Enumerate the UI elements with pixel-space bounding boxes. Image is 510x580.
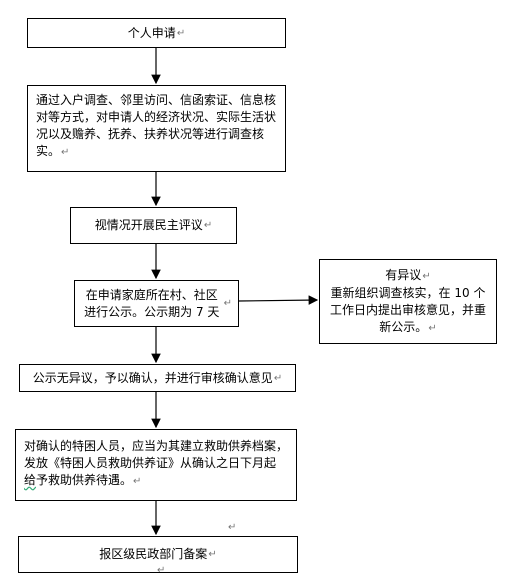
step-review-label: 视情况开展民主评议: [94, 218, 203, 232]
return-mark: ↵: [133, 476, 142, 487]
step-review-box: 视情况开展民主评议↵: [70, 207, 237, 244]
step-no-objection-box: 公示无异议，予以确认，并进行审核确认意见↵: [19, 364, 296, 392]
return-mark: ↵: [228, 522, 237, 533]
return-mark: ↵: [176, 27, 186, 39]
return-mark: ↵: [61, 147, 70, 158]
step-objection-body: 重新组织调查核实，在 10 个工作日内提出审核意见，并重新公示。: [329, 285, 486, 334]
step-archive-label-part3: 予救助供养待遇。: [36, 473, 133, 487]
step-archive-label-part1: 对确认的特困人员，应当为其建立救助供养档案，发放《特困人员救助供养证》从确认之日…: [24, 439, 289, 470]
step-publicize-label: 在申请家庭所在村、社区进行公示。公示期为 7 天: [84, 287, 220, 319]
step-report-label: 报区级民政部门备案: [99, 547, 208, 561]
step-objection-title: 有异议: [385, 267, 422, 282]
step-investigate-label: 通过入户调查、邻里访问、信函索证、信息核对等方式，对申请人的经济状况、实际生活状…: [36, 93, 277, 158]
return-mark: ↵: [273, 372, 283, 384]
return-mark: ↵: [428, 322, 437, 334]
step-investigate-box: 通过入户调查、邻里访问、信函索证、信息核对等方式，对申请人的经济状况、实际生活状…: [27, 85, 286, 172]
step-archive-label-part2: 给: [24, 473, 37, 487]
step-apply-label: 个人申请: [127, 25, 176, 40]
step-archive-box: 对确认的特困人员，应当为其建立救助供养档案，发放《特困人员救助供养证》从确认之日…: [15, 429, 297, 501]
return-mark: ↵: [422, 270, 431, 282]
return-mark: ↵: [203, 220, 213, 231]
return-mark: ↵: [157, 565, 166, 576]
return-mark: ↵: [223, 298, 232, 309]
arrow-publicize-to-objection: [238, 295, 319, 305]
step-no-objection-label: 公示无异议，予以确认，并进行审核确认意见: [32, 370, 273, 385]
step-report-box: 报区级民政部门备案↵: [18, 536, 298, 573]
step-publicize-box: 在申请家庭所在村、社区进行公示。公示期为 7 天↵: [74, 280, 239, 327]
return-mark: ↵: [208, 549, 217, 560]
step-apply-box: 个人申请↵: [27, 18, 286, 48]
step-objection-box: 有异议↵ 重新组织调查核实，在 10 个工作日内提出审核意见，并重新公示。↵: [319, 259, 497, 344]
